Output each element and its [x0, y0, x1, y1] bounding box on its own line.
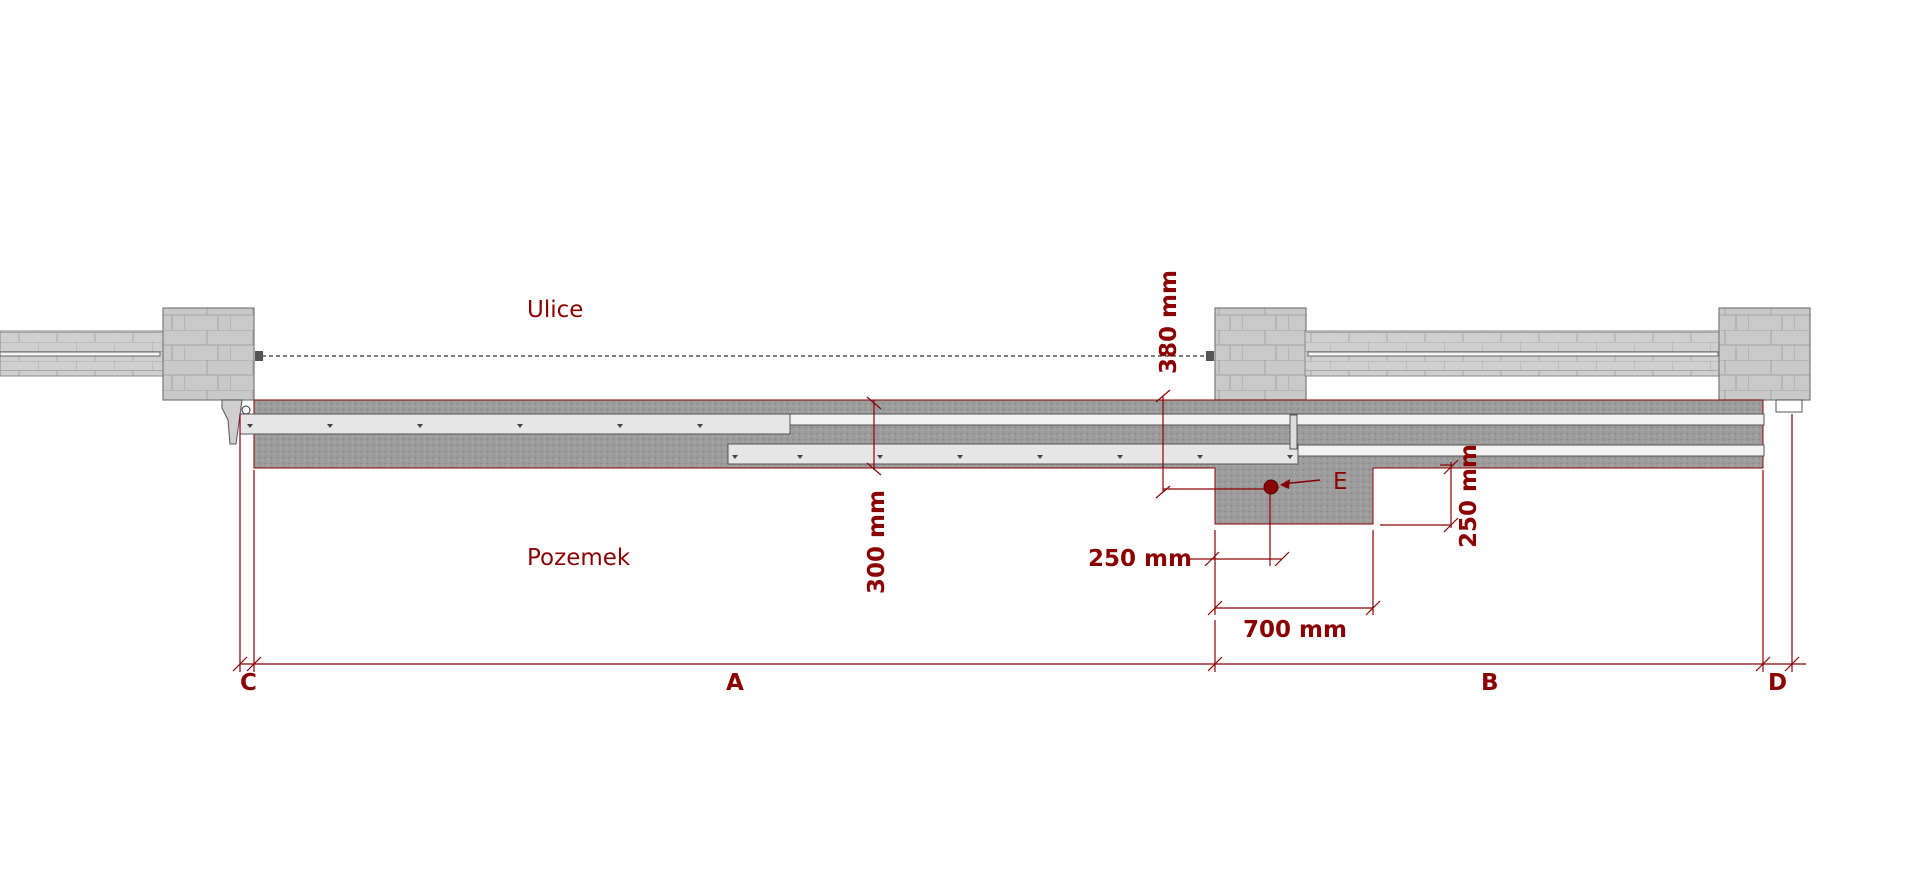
dimension-250-vertical-label: 250 mm: [1456, 444, 1482, 548]
left-gate-post: [255, 351, 263, 361]
end-stop-box: [1775, 399, 1803, 413]
rail-rollers: [247, 424, 1293, 459]
dimension-380-label: 380 mm: [1156, 270, 1182, 374]
gate-panel-upper: [239, 413, 791, 435]
plot-label: Pozemek: [527, 545, 631, 571]
gate-panel-lower: [727, 443, 1299, 465]
marker-e-label: E: [1333, 469, 1348, 495]
dimension-300-label: 300 mm: [864, 490, 890, 594]
middle-pillar: [1214, 307, 1307, 401]
segment-d-label: D: [1768, 670, 1787, 696]
right-gate-post: [1206, 351, 1214, 361]
left-fence: [0, 330, 166, 377]
dimension-lines: [232, 389, 1806, 672]
latch-icon: [221, 399, 251, 445]
segment-b-label: B: [1481, 670, 1499, 696]
gate-stop: [1289, 414, 1298, 450]
dimension-700-label: 700 mm: [1243, 617, 1347, 643]
dimension-250-horizontal-label: 250 mm: [1088, 546, 1192, 572]
segment-a-label: A: [726, 670, 744, 696]
right-pillar: [1718, 307, 1811, 401]
segment-c-label: C: [240, 670, 257, 696]
marker-e: E: [1263, 469, 1348, 495]
left-pillar: [162, 307, 255, 401]
street-label: Ulice: [527, 297, 583, 323]
right-fence: [1304, 330, 1722, 377]
